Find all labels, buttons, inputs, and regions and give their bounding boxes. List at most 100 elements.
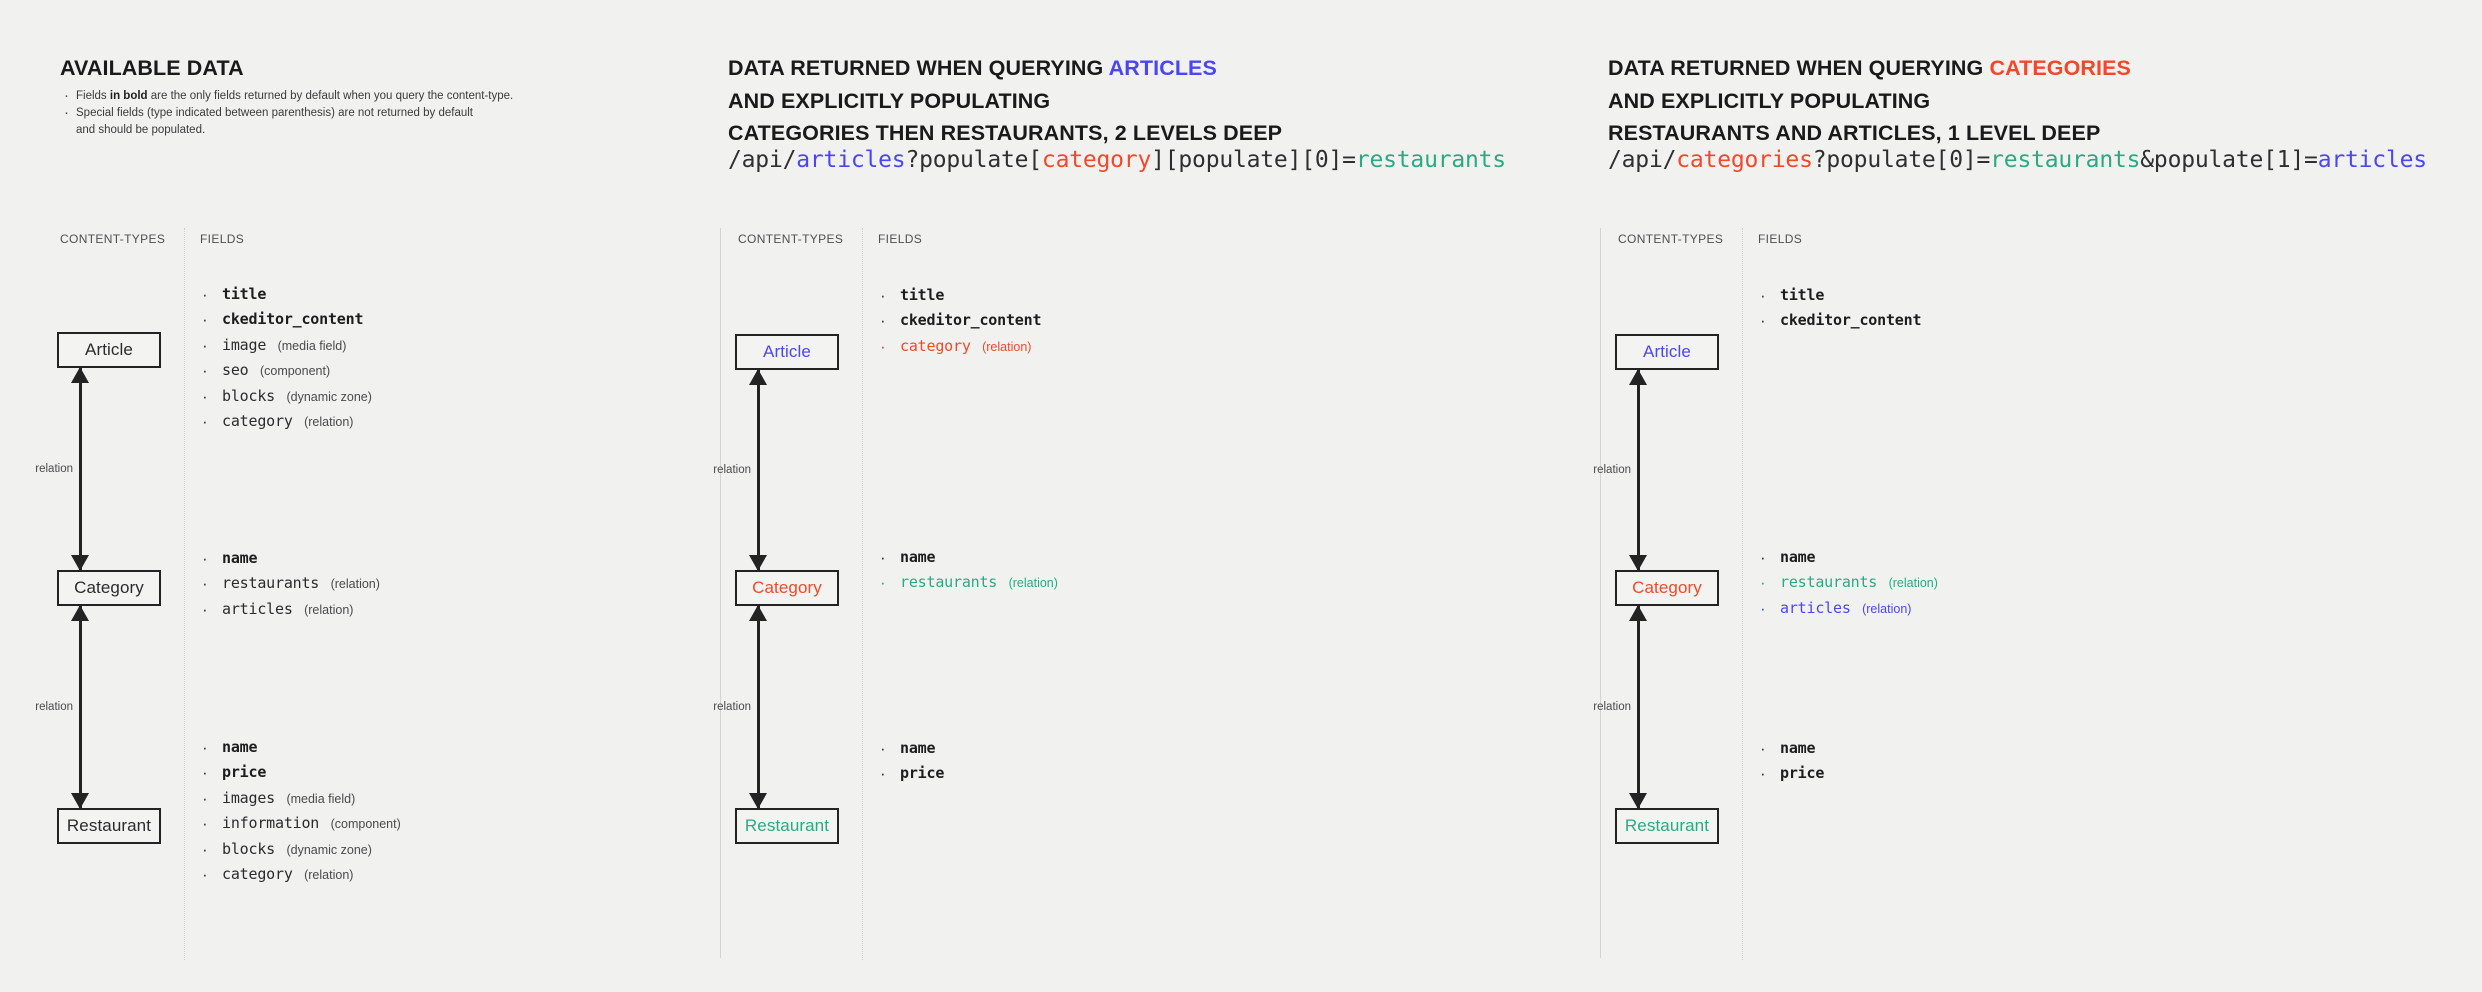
field-item: name [1758,545,1938,571]
field-item: images (media field) [200,786,401,812]
field-name: restaurants [900,573,998,592]
field-list-article: title ckeditor_content image (media fiel… [200,282,372,435]
column-label-content-types: CONTENT-TYPES [1618,232,1724,246]
column-dotted-divider [184,228,185,960]
field-item: blocks (dynamic zone) [200,384,372,410]
node-label: Category [74,578,144,597]
field-name: price [1780,764,1825,783]
field-name: image [222,335,267,354]
panel-available-data: AVAILABLE DATA Fields in bold are the on… [0,0,720,992]
content-type-node-category[interactable]: Category [57,570,161,606]
field-item: category (relation) [878,334,1041,360]
field-name: price [222,763,267,782]
content-type-node-article[interactable]: Article [1615,334,1719,370]
panel-divider [720,228,721,958]
query-segment: ?populate[ [905,147,1042,173]
node-label: Article [85,340,133,359]
intro-notes: Fields in bold are the only fields retur… [62,87,682,139]
field-item: articles (relation) [1758,596,1938,622]
field-name: ckeditor_content [222,310,364,329]
field-item: price [1758,761,1825,787]
field-item: image (media field) [200,333,372,359]
field-item: name [878,545,1058,571]
relation-connector-category-restaurant: relation [1593,605,1697,809]
arrowhead-up-icon [71,605,90,621]
content-type-chain: Article relation Category relation Resta… [0,0,720,992]
query-segment: ][populate][0]= [1151,147,1356,173]
query-segment-restaurants: restaurants [1990,147,2141,173]
relation-connector-category-restaurant: relation [35,605,139,809]
field-name: restaurants [222,574,320,593]
relation-label: relation [1593,701,1631,713]
content-type-node-restaurant[interactable]: Restaurant [735,808,839,844]
field-name: name [222,549,258,567]
field-item: ckeditor_content [878,308,1041,334]
field-name: articles [222,599,293,618]
arrowhead-down-icon [749,555,768,571]
heading-line-2: AND EXPLICITLY POPULATING [1608,88,1931,113]
field-name: restaurants [1780,573,1878,592]
field-item: category (relation) [200,409,372,435]
field-list-restaurant: name price images (media field) informat… [200,735,401,888]
field-list-article: title ckeditor_content category (relatio… [878,283,1041,360]
field-name: name [1780,739,1816,757]
connector-shaft [757,370,760,570]
relation-label: relation [713,464,751,476]
relation-connector-article-category: relation [35,367,139,571]
field-name: name [222,738,258,756]
arrowhead-down-icon [1629,555,1648,571]
field-type: (media field) [286,791,356,806]
node-label: Restaurant [744,816,830,835]
query-segment: /api/ [728,147,797,173]
field-item: name [200,735,401,761]
content-type-node-restaurant[interactable]: Restaurant [57,808,161,844]
field-name: images [222,788,275,807]
column-label-fields: FIELDS [878,232,923,246]
arrowhead-up-icon [71,367,90,383]
heading-line-3: CATEGORIES THEN RESTAURANTS, 2 LEVELS DE… [728,121,1283,146]
relation-label: relation [1593,464,1631,476]
field-name: category [900,336,971,355]
node-label: Article [763,342,811,361]
field-name: name [900,739,936,757]
arrowhead-down-icon [1629,793,1648,809]
content-type-node-article[interactable]: Article [735,334,839,370]
field-name: category [222,411,293,430]
node-label: Restaurant [66,816,152,835]
query-segment: ?populate[0]= [1812,147,1991,173]
content-type-node-category[interactable]: Category [735,570,839,606]
node-label: Article [1643,342,1691,361]
field-item: title [878,283,1041,309]
column-dotted-divider [862,228,863,960]
field-item: price [200,760,401,786]
arrowhead-up-icon [1629,605,1648,621]
content-type-node-category[interactable]: Category [1615,570,1719,606]
content-type-node-restaurant[interactable]: Restaurant [1615,808,1719,844]
connector-shaft [79,606,82,808]
node-label: Category [752,578,822,597]
field-item: price [878,761,944,787]
field-name: title [900,286,945,304]
field-type: (relation) [330,577,380,592]
api-query-string: /api/articles?populate[category][populat… [728,147,1506,173]
field-name: title [222,285,267,303]
relation-label: relation [35,701,73,713]
field-name: category [222,864,293,883]
relation-connector-category-restaurant: relation [713,605,817,809]
query-segment-articles: articles [2317,147,2427,173]
field-type: (relation) [304,602,354,617]
field-type: (relation) [304,414,354,429]
field-item: title [200,282,372,308]
node-label: Category [1632,578,1702,597]
field-item: information (component) [200,811,401,837]
field-name: articles [1780,598,1851,617]
heading-line-2: AND EXPLICITLY POPULATING [728,88,1051,113]
panel-divider [1600,228,1601,958]
query-segment-category: category [1041,147,1152,173]
query-segment-restaurants: restaurants [1355,147,1506,173]
field-item: category (relation) [200,862,401,888]
field-list-category: name restaurants (relation) [878,545,1058,596]
content-type-node-article[interactable]: Article [57,332,161,368]
panel-heading: AVAILABLE DATA [60,52,244,85]
field-item: blocks (dynamic zone) [200,837,401,863]
